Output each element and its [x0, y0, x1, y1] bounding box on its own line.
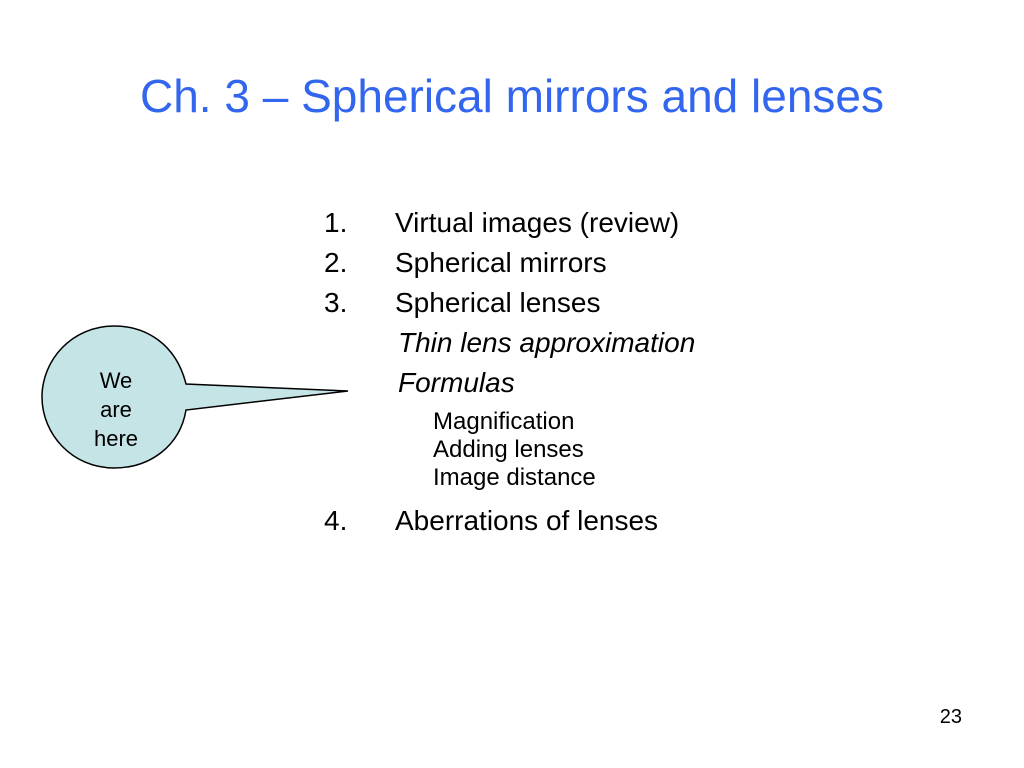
outline-item-text: Spherical mirrors: [395, 247, 607, 278]
formula-topic-magnification: Magnification: [433, 408, 575, 435]
callout-line: are: [100, 397, 132, 422]
page-number: 23: [939, 706, 962, 728]
lens-subtopic-thin-lens: Thin lens approximation: [324, 323, 824, 363]
lens-subtopic-text: Formulas: [398, 367, 515, 398]
outline-item-3: 3. Spherical lenses: [324, 283, 824, 323]
outline-item-4: 4. Aberrations of lenses: [324, 501, 824, 541]
outline-item-1: 1. Virtual images (review): [324, 203, 824, 243]
outline-item-number: 4.: [324, 505, 348, 536]
callout-text: We are here: [76, 366, 156, 453]
outline-item-number: 1.: [324, 207, 348, 238]
callout-line: here: [93, 426, 139, 451]
lens-subtopic-formulas: Formulas: [324, 363, 824, 403]
formula-topic-adding-lenses: Adding lenses: [433, 436, 584, 463]
formula-topics: Magnification Adding lenses Image distan…: [324, 403, 824, 501]
outline-item-number: 2.: [324, 247, 348, 278]
outline-item-text: Virtual images (review): [395, 207, 680, 238]
formula-topic-image-distance: Image distance: [433, 464, 596, 491]
lens-subtopic-text: Thin lens approximation: [398, 327, 696, 358]
slide-title: Ch. 3 – Spherical mirrors and lenses: [140, 70, 884, 122]
outline-item-text: Aberrations of lenses: [395, 505, 659, 536]
outline-item-2: 2. Spherical mirrors: [324, 243, 824, 283]
outline-item-text: Spherical lenses: [395, 287, 601, 318]
outline-list: 1. Virtual images (review) 2. Spherical …: [324, 203, 824, 541]
callout-line: We: [99, 368, 133, 393]
outline-item-number: 3.: [324, 287, 348, 318]
